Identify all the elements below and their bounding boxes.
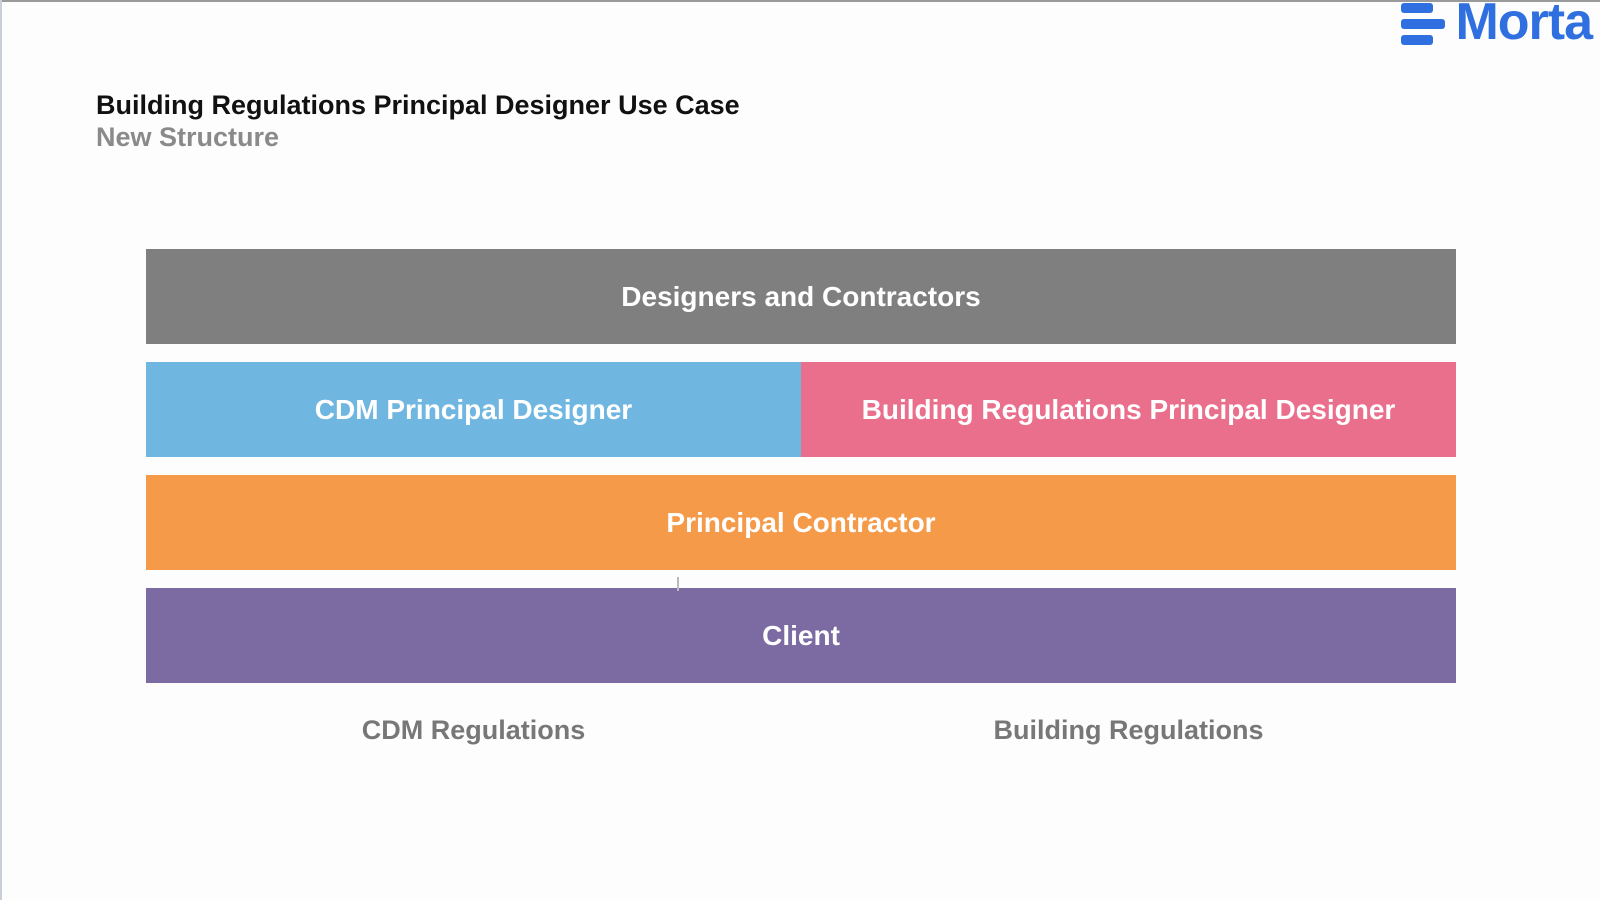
cdm-regulations-label: CDM Regulations [361, 715, 586, 745]
band-designers-and-contractors: Designers and Contractors [146, 249, 1456, 344]
regulation-labels: CDM Regulations Building Regulations [146, 715, 1456, 746]
band-client: Client [146, 588, 1456, 683]
band-cdm-principal-designer: CDM Principal Designer [146, 362, 801, 457]
left-border [0, 0, 2, 900]
building-regulations-label: Building Regulations [993, 715, 1264, 745]
principal-designers-row: CDM Principal Designer Building Regulati… [146, 362, 1456, 457]
mouse-cursor-icon [677, 577, 679, 591]
top-border [0, 0, 1600, 2]
slide-title: Building Regulations Principal Designer … [96, 90, 740, 120]
brand-logo: Morta [1401, 0, 1593, 51]
band-principal-contractor: Principal Contractor [146, 475, 1456, 570]
brand-name: Morta [1455, 0, 1593, 51]
role-structure-diagram: Designers and Contractors CDM Principal … [146, 249, 1456, 683]
morta-logo-icon [1401, 3, 1446, 45]
slide-subtitle: New Structure [96, 122, 280, 152]
band-building-regulations-principal-designer: Building Regulations Principal Designer [801, 362, 1456, 457]
